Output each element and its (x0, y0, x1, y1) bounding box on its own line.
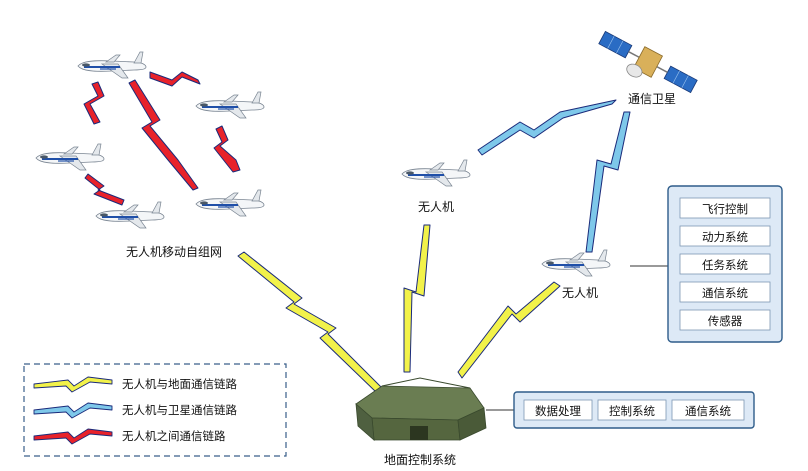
uav-right-label: 无人机 (562, 286, 598, 300)
ground-subsystem-item: 数据处理 (523, 399, 593, 421)
ground-link-uav-center (403, 224, 431, 373)
uav-uav-links (83, 71, 241, 206)
uav-subsystem-item: 飞行控制 (679, 197, 771, 219)
uav-subsystem-item: 传感器 (679, 309, 771, 331)
satellite-label: 通信卫星 (628, 92, 676, 106)
satellite-icon (598, 30, 698, 94)
uav-icon (95, 201, 165, 229)
ground-label: 地面控制系统 (384, 453, 456, 467)
uav-subsystem-label: 传感器 (708, 314, 743, 328)
ground-subsystem-item: 通信系统 (671, 399, 745, 421)
ground-station-icon (355, 377, 487, 441)
legend-swatch-uav (33, 428, 113, 445)
uav-subsystem-list: 飞行控制 动力系统 任务系统 通信系统 传感器 (679, 197, 771, 331)
uav-center-label: 无人机 (418, 200, 454, 214)
swarm-label: 无人机移动自组网 (126, 245, 222, 259)
uav-icon (35, 143, 105, 171)
uav-link-3 (128, 79, 199, 191)
uav-subsystem-label: 动力系统 (702, 230, 748, 244)
legend-swatch-ground (33, 376, 113, 393)
uav-subsystem-label: 通信系统 (702, 286, 748, 300)
uav-center-icon (401, 159, 471, 187)
satellite-link-uav-right (585, 111, 631, 253)
legend-item-uav: 无人机之间通信链路 (33, 428, 226, 445)
ground-subsystem-panel: 数据处理 控制系统 通信系统 (513, 391, 755, 429)
uav-right-icon (541, 249, 611, 277)
ground-subsystem-item: 控制系统 (597, 399, 667, 421)
legend-swatch-satellite (33, 402, 113, 419)
legend-label-satellite: 无人机与卫星通信链路 (122, 403, 237, 417)
uav-icon (77, 51, 147, 79)
ground-subsystem-label: 数据处理 (535, 404, 581, 418)
ground-link-uav-right (457, 281, 561, 379)
uav-subsystem-label: 任务系统 (702, 258, 748, 272)
uav-subsystem-panel: 飞行控制 动力系统 任务系统 通信系统 传感器 (667, 185, 783, 343)
uav-link-2 (83, 81, 105, 125)
uav-subsystem-item: 通信系统 (679, 281, 771, 303)
satellite-links (477, 99, 631, 253)
uav-subsystem-item: 任务系统 (679, 253, 771, 275)
legend: 无人机与地面通信链路 无人机与卫星通信链路 无人机之间通信链路 (23, 363, 287, 457)
uav-subsystem-item: 动力系统 (679, 225, 771, 247)
satellite-link-uav-center (477, 99, 617, 156)
legend-label-ground: 无人机与地面通信链路 (122, 377, 237, 391)
uav-link-4 (213, 125, 241, 173)
legend-label-uav: 无人机之间通信链路 (122, 429, 226, 443)
uav-link-1 (149, 71, 201, 87)
ground-subsystem-label: 通信系统 (685, 404, 731, 418)
legend-item-satellite: 无人机与卫星通信链路 (33, 402, 237, 419)
uav-icon (195, 91, 265, 119)
uav-link-5 (84, 173, 125, 206)
uav-subsystem-label: 飞行控制 (702, 202, 748, 216)
ground-subsystem-label: 控制系统 (609, 404, 655, 418)
uav-icon (195, 189, 265, 217)
ground-link-swarm (237, 251, 383, 393)
legend-item-ground: 无人机与地面通信链路 (33, 376, 237, 393)
